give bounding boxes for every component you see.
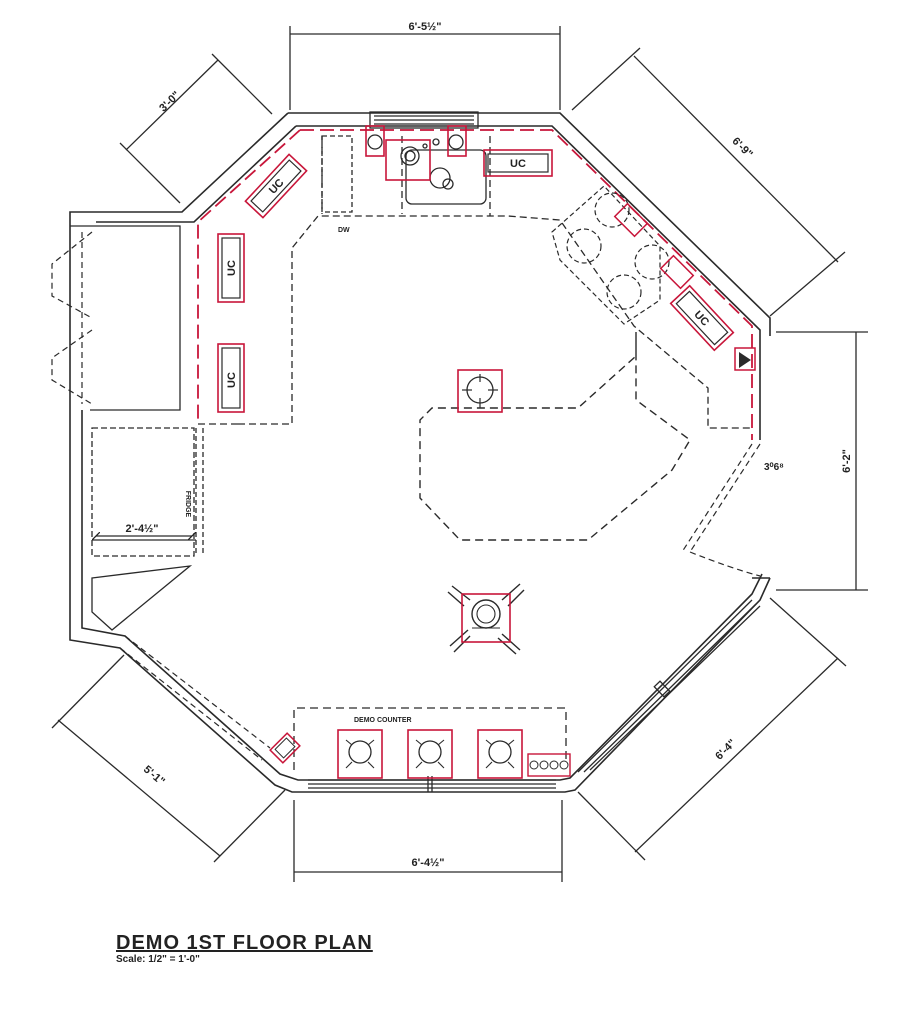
island-cooktop [457,369,503,413]
dim-bottom-left: 5'-1" [141,763,167,787]
right-lower-window [577,599,761,773]
dim-fridge: 2'-4½" [126,523,159,535]
uc-label: UC [226,372,238,388]
dw-label: DW [338,227,350,234]
demo-cooktop-2 [407,729,453,779]
dim-top: 6'-5½" [409,21,442,33]
dimension-labels: 6'-5½" 3'-0" 6'-9" 6'-2" 6'-4" 6'-4½" 5'… [126,21,853,869]
uc-left-lower: UC [217,343,245,413]
uc-label: UC [267,177,287,197]
dimension-lines [51,26,868,882]
plan-scale: Scale: 1/2" = 1'-0" [116,954,200,965]
demo-cooktop-3 [477,729,523,779]
dim-bottom-right: 6'-4" [713,737,738,762]
plan-title: DEMO 1ST FLOOR PLAN [116,932,373,954]
center-island [419,332,691,541]
counter-outline-red [197,129,753,440]
sink-block [321,111,487,213]
uc-label: UC [510,158,526,170]
demo-corner-unit [269,732,301,764]
uc-units: UC UC UC UC UC [217,149,735,413]
equipment-marker [734,347,756,371]
room-labels: DW FRIDGE 3⁰6⁸ DEMO COUNTER [184,227,784,724]
top-right-seating [551,185,670,325]
fridge-area [91,427,204,631]
dim-right: 6'-2" [841,449,853,473]
demo-cooktop-1 [337,729,383,779]
uc-top-left: UC [244,153,308,219]
demo-counter-label: DEMO COUNTER [354,717,412,724]
title-block: DEMO 1ST FLOOR PLAN Scale: 1/2" = 1'-0" [116,932,373,965]
uc-label: UC [226,260,238,276]
entry-door [681,443,761,577]
uc-left-upper: UC [217,233,245,303]
door-size-label: 3⁰6⁸ [764,462,784,473]
demo-counter [269,707,571,792]
uc-top-right: UC [483,149,553,177]
perimeter-counter [198,136,752,429]
exterior-walls [69,112,771,793]
dim-bottom: 6'-4½" [412,857,445,869]
fridge-label: FRIDGE [184,491,191,518]
left-bay-window [51,231,93,405]
center-table [447,583,525,655]
demo-knobs [527,753,571,777]
dim-top-left: 3'-0" [157,89,182,114]
